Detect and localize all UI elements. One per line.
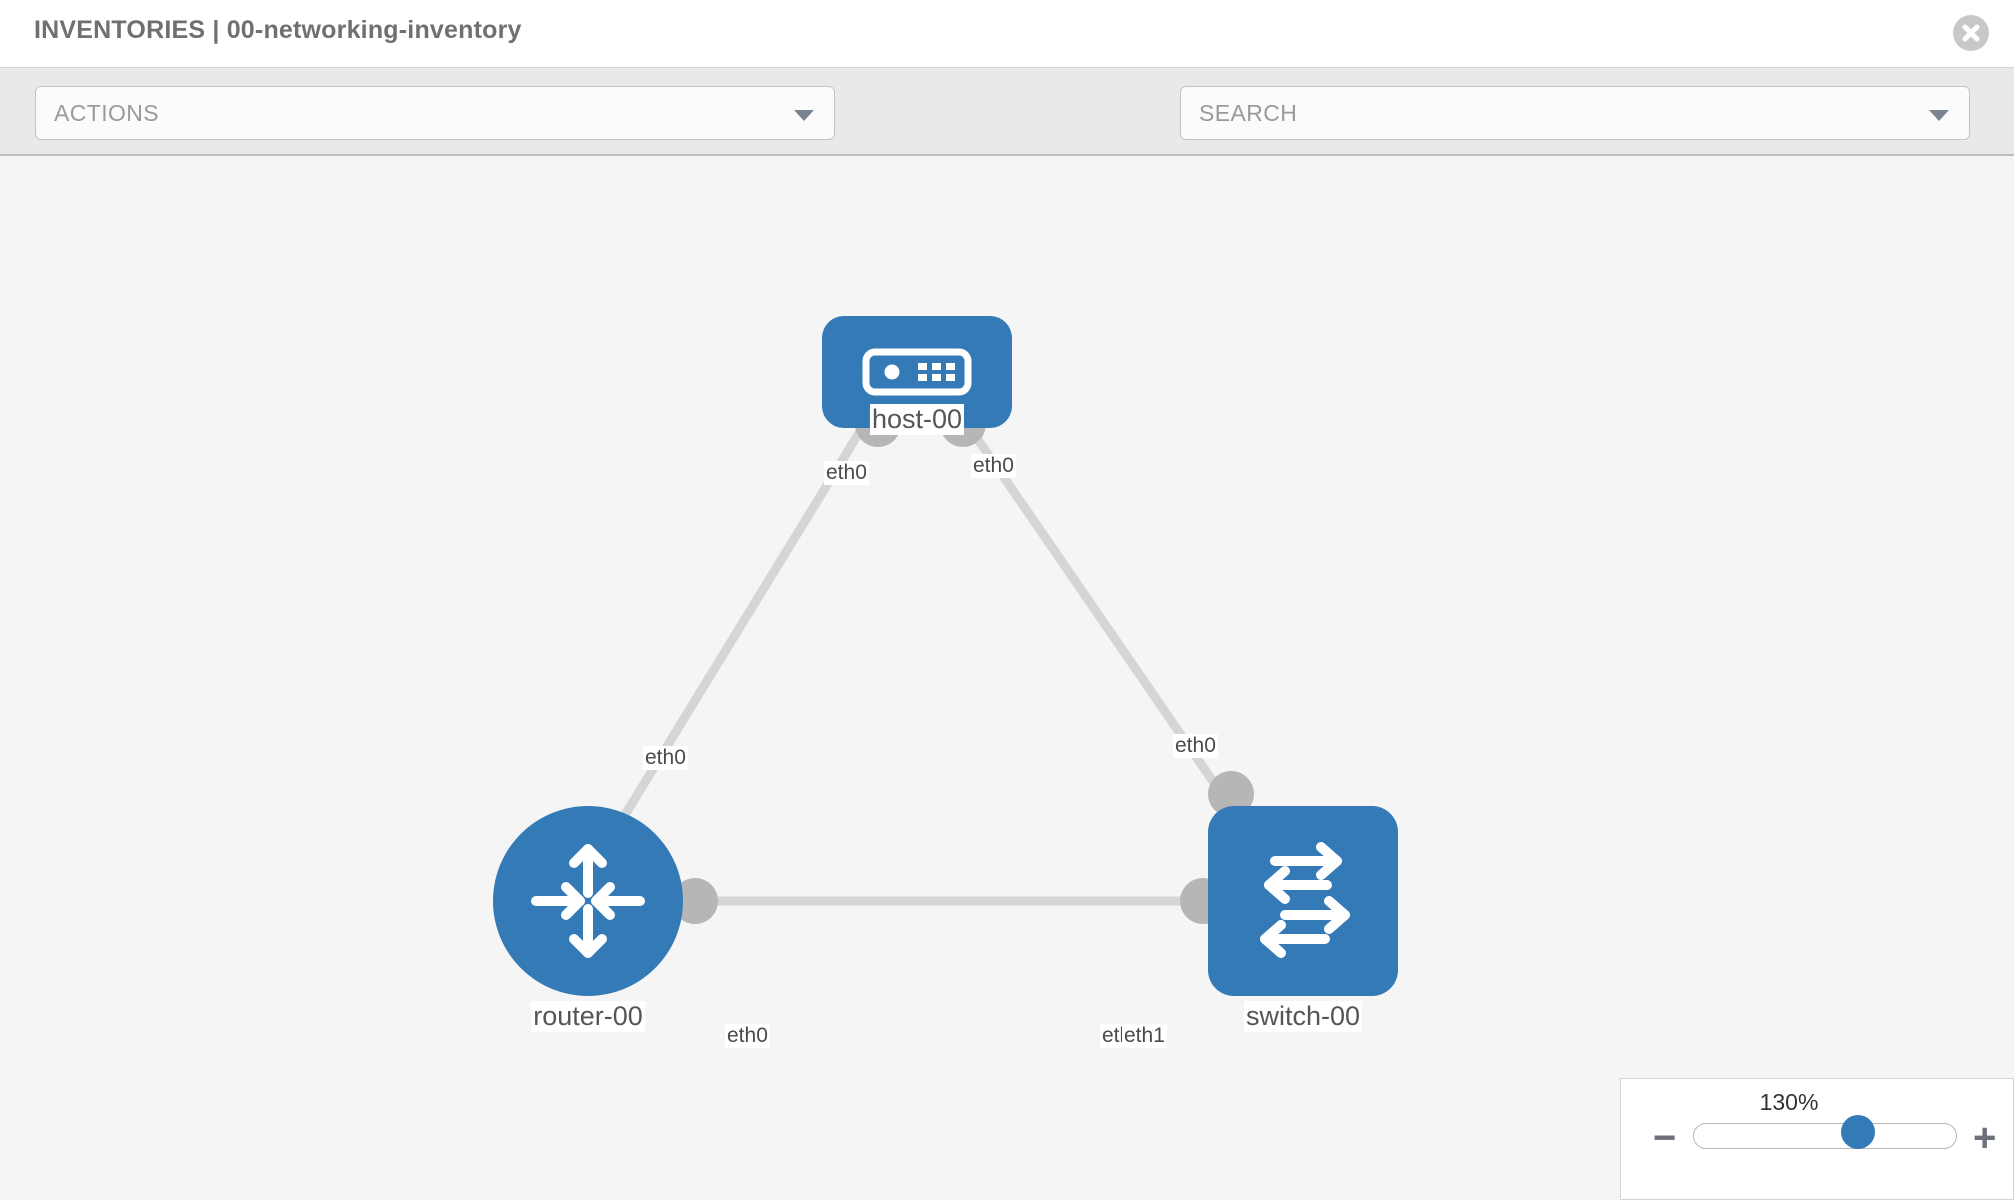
close-icon[interactable] (1953, 15, 1989, 51)
iface-label-router-right: eth0 (725, 1024, 770, 1048)
actions-dropdown[interactable]: ACTIONS (35, 86, 835, 140)
zoom-slider-thumb[interactable] (1841, 1115, 1875, 1149)
search-input[interactable]: SEARCH (1180, 86, 1970, 140)
zoom-slider-track[interactable] (1693, 1123, 1957, 1149)
zoom-control-panel: 130% − + (1620, 1078, 2014, 1200)
iface-label-router-to-host: eth0 (643, 746, 688, 770)
zoom-out-button[interactable]: − (1653, 1116, 1677, 1160)
iface-label-switch-left-b: eth1 (1122, 1024, 1167, 1048)
zoom-in-button[interactable]: + (1973, 1116, 1997, 1160)
topology-node-host-00[interactable]: host-00 (822, 316, 1012, 435)
iface-label-switch-to-host: eth0 (1173, 734, 1218, 758)
actions-dropdown-label: ACTIONS (54, 100, 160, 126)
zoom-level-value: 130% (1759, 1089, 1819, 1115)
topology-canvas[interactable]: eth0 eth0 eth0 eth0 eth0 eth eth1 host- (0, 156, 2014, 1200)
topology-node-switch-00[interactable]: switch-00 (1208, 806, 1398, 1032)
chevron-down-icon[interactable] (1929, 110, 1949, 121)
node-label-host-00: host-00 (869, 404, 965, 435)
chevron-down-icon (794, 110, 814, 121)
topology-links (608, 425, 1249, 906)
search-placeholder: SEARCH (1199, 100, 1298, 126)
iface-label-host-left: eth0 (824, 461, 869, 485)
toolbar: ACTIONS SEARCH (0, 68, 2014, 193)
router-icon (493, 806, 683, 996)
node-label-router-00: router-00 (531, 1001, 645, 1032)
node-label-switch-00: switch-00 (1243, 1001, 1363, 1032)
iface-label-host-right: eth0 (971, 454, 1016, 478)
page-title: INVENTORIES | 00-networking-inventory (34, 16, 522, 44)
topology-node-router-00[interactable]: router-00 (493, 806, 683, 1032)
page-header: INVENTORIES | 00-networking-inventory (0, 0, 2014, 68)
switch-icon (1208, 806, 1398, 996)
